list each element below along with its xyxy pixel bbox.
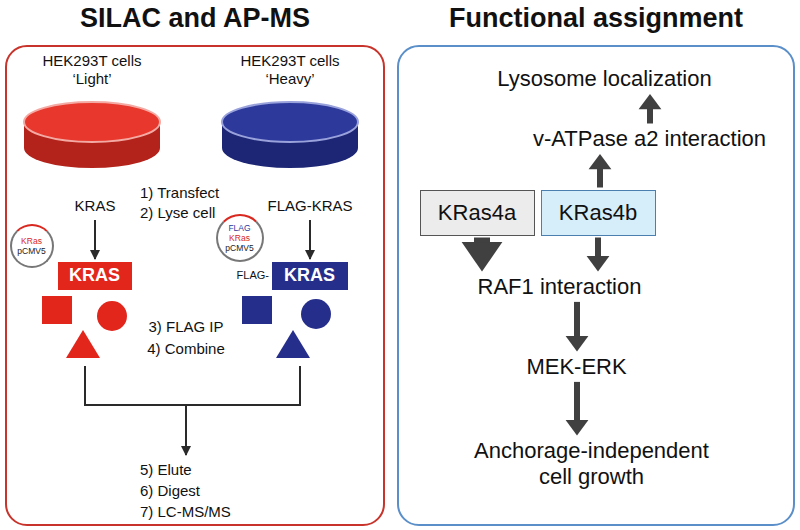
arrow-head [587,256,610,271]
interactor-square [242,296,272,324]
arrow-head [566,420,589,435]
annotation-label: 1) Transfect [140,184,219,202]
interactor-square [42,296,72,324]
protein-box: KRAS [58,262,132,290]
flow-arrow [94,220,96,259]
pathway-text: MEK-ERK [526,354,626,379]
arrow-head [566,336,589,351]
plasmid-circle: FLAGKRaspCMV5 [216,214,264,262]
arrow-shaft [595,238,601,257]
arrow-head [589,154,612,169]
interaction-text: v-ATPase a2 interaction [533,126,766,152]
isoform-box: KRas4b [541,190,656,236]
interactor-triangle [276,330,310,358]
culture-dish [24,102,160,168]
annotation-label: 4) Combine [147,340,225,358]
culture-dish [222,102,358,168]
flow-connector [589,154,612,188]
plasmid-label: FLAG [228,223,250,233]
annotation-label: FLAG-KRAS [267,197,352,215]
method-panel: SILAC and AP-MSKRaspCMV5KRASFLAGKRaspCMV… [5,45,385,526]
flow-connector [566,382,589,436]
flow-arrow [185,405,187,455]
annotation-label: 6) Digest [140,482,200,500]
interaction-text: RAF1 interaction [478,274,642,299]
annotation-label: KRAS [75,197,116,215]
plasmid-label: KRas [229,233,250,243]
isoform-label: KRas4b [559,200,637,226]
annotation-label: HEK293T cells ‘Light’ [36,52,148,88]
arrow-shaft [647,109,653,124]
annotation-label: HEK293T cells ‘Heavy’ [234,52,346,88]
annotation-label: 3) FLAG IP [148,318,223,336]
plasmid-circle: KRaspCMV5 [10,224,54,268]
panel-heading: Functional assignment [399,3,793,34]
interaction-text: RAF1 interaction [478,274,642,300]
protein-label: KRAS [284,265,335,286]
interactor-circle [301,299,331,329]
phenotype-text: Anchorage-independent cell growth [474,438,709,489]
arrow-shaft [574,382,580,421]
arrow-head [462,242,503,271]
plasmid-label: KRas [21,236,42,246]
flow-connector [587,238,610,272]
interactor-triangle [66,330,100,358]
annotation-label: 7) LC-MS/MS [140,503,231,521]
interactor-circle [97,301,127,331]
pathway-text: MEK-ERK [526,354,626,380]
isoform-label: KRas4a [438,200,516,226]
arrow-shaft [574,302,580,337]
arrow-head [639,94,662,109]
interaction-text: v-ATPase a2 interaction [533,126,766,151]
protein-label: KRAS [69,265,120,286]
plasmid-label: pCMV5 [17,246,45,256]
outcome-text: Lysosome localization [497,66,711,91]
isoform-box: KRas4a [420,190,535,236]
arrow-shaft [474,238,490,243]
flow-connector [566,302,589,352]
panel-heading: SILAC and AP-MS [7,3,383,34]
outcome-text: Lysosome localization [497,66,711,92]
flow-connector [462,238,503,272]
combine-bracket [85,366,300,405]
phenotype-text: Anchorage-independent cell growth [457,438,727,491]
function-panel: Functional assignmentLysosome localizati… [397,45,795,526]
annotation-label: 2) Lyse cell [140,204,215,222]
plasmid-label: pCMV5 [225,243,253,253]
flow-connector [639,94,662,124]
arrow-shaft [597,169,603,188]
annotation-label: FLAG- [237,269,269,282]
flow-arrow [309,220,311,259]
annotation-label: 5) Elute [140,461,192,479]
protein-box: KRAS [272,262,348,290]
